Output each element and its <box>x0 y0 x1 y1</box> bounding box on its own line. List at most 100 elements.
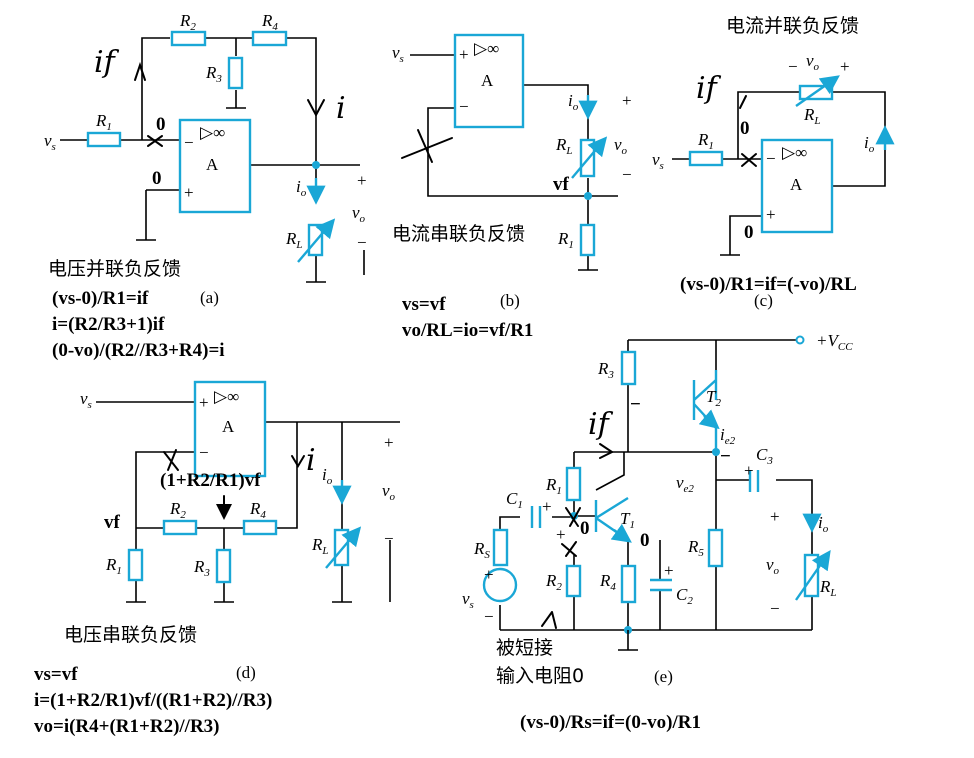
cross-marks-e <box>561 507 581 557</box>
resistor-rl-d <box>333 528 350 567</box>
label-r4-a: R4 <box>261 11 278 33</box>
label-vo-a: vo <box>352 203 366 225</box>
opamp-label-d: A <box>222 417 235 436</box>
tag-b: (b) <box>500 291 520 310</box>
minus-vs-e: − <box>484 607 494 626</box>
hand-i-d: i <box>306 443 316 478</box>
minus-out-e: − <box>770 599 780 618</box>
label-ve2-e: ve2 <box>676 473 694 495</box>
label-r4-d: R4 <box>249 499 266 521</box>
label-r1-c: R1 <box>697 130 714 152</box>
minus-top-c: − <box>788 57 798 76</box>
diagram-b: vs + − ▷∞ A io + vo − RL vf R1 电流串联负反馈 (… <box>392 33 632 341</box>
label-io-d: io <box>322 465 333 487</box>
plus-in-a: + <box>184 183 194 202</box>
label-r1-a: R1 <box>95 111 112 133</box>
diagram-c: 电流并联负反馈 − vo + RL R1 vs io − + ▷∞ A 0 0 … <box>652 15 895 310</box>
tag-d: (d) <box>236 663 256 682</box>
label-rl-c: RL <box>803 105 821 127</box>
minus-out-d: − <box>384 529 394 548</box>
label-vs-b: vs <box>392 43 404 65</box>
opamp-c <box>760 138 834 234</box>
label-r4-e: R4 <box>599 571 616 593</box>
resistor-r2-a <box>170 30 207 47</box>
plus-c3-e: + <box>744 461 754 480</box>
hand-arrow-short-e <box>541 611 557 629</box>
plus-out-e: + <box>770 507 780 526</box>
hand-arrow-i-a <box>307 99 325 118</box>
title-b: 电流串联负反馈 <box>392 223 525 245</box>
label-r2-d: R2 <box>169 499 186 521</box>
tag-c: (c) <box>754 291 773 310</box>
diagram-e: +VCC R3 T2 − ie2 − C3 ve2 + R1 C1 + T1 0… <box>462 331 853 733</box>
opamp-symbol-b: ▷∞ <box>474 39 499 58</box>
label-r1-e: R1 <box>545 475 562 497</box>
opamp-a <box>178 118 252 214</box>
note1-e: 被短接 <box>496 637 553 659</box>
minus-in-c: − <box>766 149 776 168</box>
label-r2-a: R2 <box>179 11 196 33</box>
hand-arrow-if-a <box>134 61 146 81</box>
label-rs-e: RS <box>473 539 490 561</box>
label-io-b: io <box>568 91 579 113</box>
hand-if-e: if <box>588 407 614 442</box>
label-r3-e: R3 <box>597 359 614 381</box>
tag-e: (e) <box>654 667 673 686</box>
cross-mark-c <box>741 153 757 167</box>
minus-e2-e: − <box>720 446 731 467</box>
note-d: (1+R2/R1)vf <box>160 470 261 491</box>
zero-2-c: 0 <box>744 222 754 243</box>
plus-top-c: + <box>840 57 850 76</box>
resistor-rl-e <box>803 553 820 598</box>
opamp-symbol-c: ▷∞ <box>782 143 807 162</box>
label-ie2-e: ie2 <box>720 425 736 447</box>
note2-e: 输入电阻0 <box>496 665 584 687</box>
minus-in-b: − <box>459 97 469 116</box>
resistor-r2-d <box>162 519 198 536</box>
label-c2-e: C2 <box>676 585 693 607</box>
hand-if-a: if <box>94 45 120 80</box>
minus-out-b: − <box>622 165 632 184</box>
diagram-d: vs + − ▷∞ A (1+R2/R1)vf vf R2 R4 R1 R3 R… <box>34 380 400 737</box>
resistor-r1-a <box>86 131 122 148</box>
label-vs-d: vs <box>80 389 92 411</box>
resistor-r5-e <box>707 528 724 568</box>
label-vs-e: vs <box>462 589 474 611</box>
hand-tick-c <box>739 95 747 109</box>
label-r1-d: R1 <box>105 555 122 577</box>
tag-a: (a) <box>200 288 219 307</box>
title-d: 电压串联负反馈 <box>64 624 197 646</box>
resistor-r3-e <box>620 350 637 386</box>
opamp-symbol-d: ▷∞ <box>214 387 239 406</box>
minus-in-d: − <box>199 443 209 462</box>
zero-2-a: 0 <box>152 168 162 189</box>
resistor-r1-e <box>565 466 582 502</box>
label-vs-c: vs <box>652 150 664 172</box>
label-r5-e: R5 <box>687 537 704 559</box>
eq1-b: vs=vf <box>402 294 446 315</box>
opamp-b <box>453 33 525 129</box>
resistor-rs-e <box>492 528 509 567</box>
opamp-label-b: A <box>481 71 494 90</box>
plus-b1-e: + <box>556 525 566 544</box>
resistor-r1-b <box>579 223 596 257</box>
plus-in-b: + <box>459 45 469 64</box>
eq3-a: (0-vo)/(R2//R3+R4)=i <box>52 340 225 361</box>
label-vo-e: vo <box>766 555 780 577</box>
label-io-e: io <box>818 513 829 535</box>
label-vs-a: vs <box>44 131 56 153</box>
label-t1-e: T1 <box>620 509 635 531</box>
resistor-r1-d <box>127 548 144 582</box>
eq2-d: i=(1+R2/R1)vf/((R1+R2)//R3) <box>34 690 272 711</box>
plus-c2-e: + <box>664 561 674 580</box>
plus-in-d: + <box>199 393 209 412</box>
cross-mark-d <box>163 449 179 471</box>
opamp-symbol-a: ▷∞ <box>200 123 225 142</box>
label-vo-d: vo <box>382 481 396 503</box>
label-rl-a: RL <box>285 229 303 251</box>
label-io-a: io <box>296 177 307 199</box>
label-rl-d: RL <box>311 535 329 557</box>
eq1-c: (vs-0)/R1=if=(-vo)/RL <box>680 274 857 295</box>
resistor-r4-e <box>620 564 637 604</box>
